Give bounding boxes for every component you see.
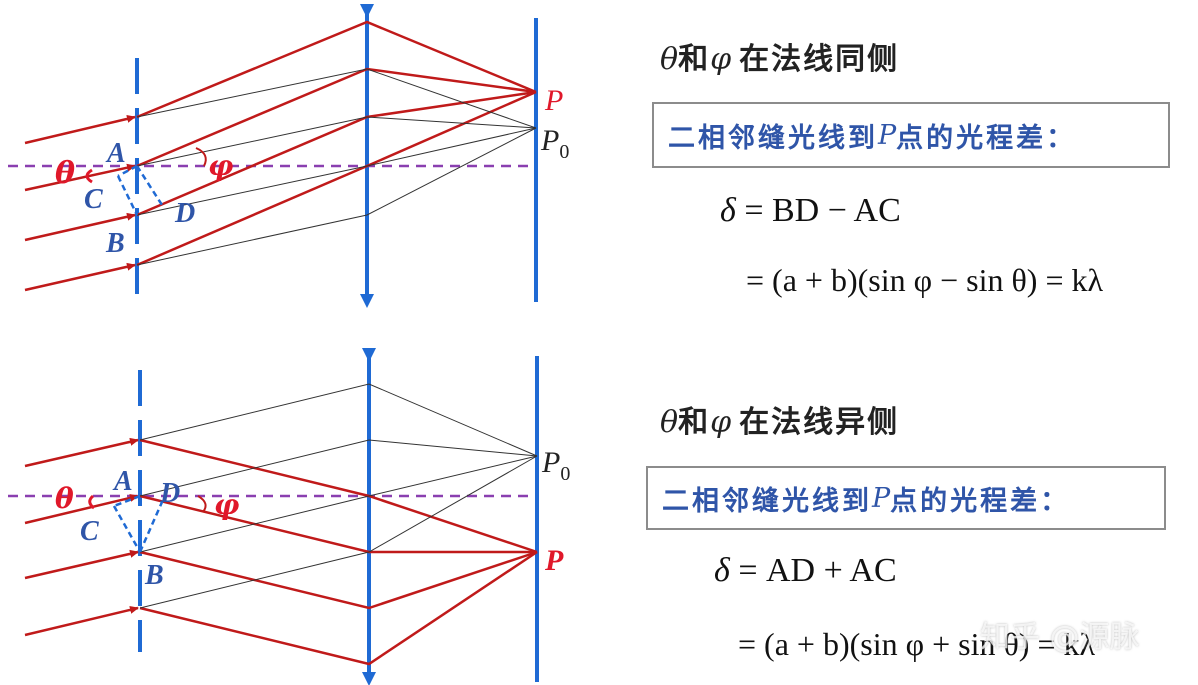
top-diagram: θ φ A C B D P P0 (8, 4, 569, 308)
bottom-incident-ray (24, 605, 139, 637)
watermark: 知乎 @源脉 (980, 620, 1140, 655)
top-theta-arc (85, 168, 93, 184)
bottom-equation-1: δ = AD + AC (714, 552, 897, 590)
top-heading-phi: φ (710, 42, 732, 77)
bottom-label-theta: θ (55, 482, 74, 515)
bottom-eq2: = (a + b)(sin φ + sin θ) = kλ (738, 626, 1096, 662)
bottom-heading-and: 和 (678, 405, 711, 440)
top-incident-ray (24, 212, 136, 242)
bottom-box-post: 点的光程差： (890, 485, 1071, 517)
top-box-post: 点的光程差： (896, 122, 1077, 154)
bottom-heading-rest: 在法线异侧 (739, 405, 900, 440)
top-incident-ray (24, 114, 136, 145)
bottom-eq1-delta: δ (714, 552, 730, 589)
top-equation-1: δ = BD − AC (720, 192, 901, 230)
top-equation-2: = (a + b)(sin φ − sin θ) = kλ (746, 262, 1103, 299)
top-construction-ac (117, 164, 138, 178)
top-central-ray (136, 116, 537, 167)
top-central-ray (136, 127, 537, 216)
bottom-central-ray (139, 383, 538, 457)
top-label-theta: θ (55, 156, 75, 191)
bottom-label-phi: φ (214, 488, 240, 521)
bottom-heading-phi: φ (710, 405, 732, 440)
top-heading-and: 和 (678, 42, 711, 77)
top-incident-ray (24, 163, 136, 192)
bottom-label-b: B (144, 560, 164, 591)
top-label-p: P (544, 84, 563, 117)
top-label-d: D (174, 198, 195, 229)
top-box-pre: 二相邻缝光线到 (668, 122, 878, 154)
bottom-diagram: θ φ A D C B P0 P (8, 348, 570, 685)
bottom-diffracted-ray (139, 550, 538, 666)
bottom-label-p0: P0 (541, 446, 570, 485)
bottom-incident-ray (24, 493, 139, 525)
bottom-incident-ray (24, 549, 139, 580)
bottom-central-ray (139, 439, 538, 497)
top-construction-ad (135, 165, 164, 206)
bottom-central-ray (139, 455, 538, 553)
bottom-equation-2: = (a + b)(sin φ + sin θ) = kλ (738, 626, 1095, 663)
bottom-diffracted-ray (139, 550, 538, 610)
bottom-heading-theta: θ (660, 405, 679, 440)
top-label-b: B (105, 228, 125, 259)
top-heading-rest: 在法线同侧 (739, 42, 900, 77)
bottom-construction-cb (112, 505, 142, 553)
top-diffracted-ray (136, 20, 537, 119)
bottom-phi-arc (197, 495, 207, 513)
top-eq1-rhs: = BD − AC (735, 192, 901, 229)
top-label-c: C (84, 184, 103, 215)
top-eq2: = (a + b)(sin φ − sin θ) = kλ (746, 262, 1104, 298)
bottom-central-ray (139, 455, 538, 609)
bottom-diffracted-ray (139, 494, 537, 554)
top-label-a: A (105, 138, 126, 169)
bottom-construction-ac (113, 494, 141, 508)
bottom-construction-bd (138, 492, 168, 553)
bottom-eq1-rhs: = AD + AC (729, 552, 897, 589)
top-label-phi: φ (208, 149, 234, 182)
bottom-box-pre: 二相邻缝光线到 (662, 485, 872, 517)
top-label-p0: P0 (540, 124, 569, 163)
bottom-label-c: C (80, 516, 99, 547)
top-phi-arc (195, 147, 207, 167)
bottom-label-d: D (159, 478, 180, 509)
bottom-label-a: A (112, 466, 133, 497)
top-incident-ray (24, 262, 136, 292)
bottom-label-p: P (544, 544, 564, 577)
top-heading-theta: θ (660, 42, 679, 77)
top-diffracted-ray (136, 90, 537, 267)
bottom-theta-arc (88, 494, 95, 510)
top-construction-cb (116, 175, 139, 216)
bottom-incident-ray (24, 437, 139, 468)
top-central-ray (136, 68, 537, 129)
top-central-ray (136, 127, 537, 266)
top-box-p: P (878, 119, 897, 151)
bottom-box-p: P (872, 482, 891, 514)
top-eq1-delta: δ (720, 192, 736, 229)
